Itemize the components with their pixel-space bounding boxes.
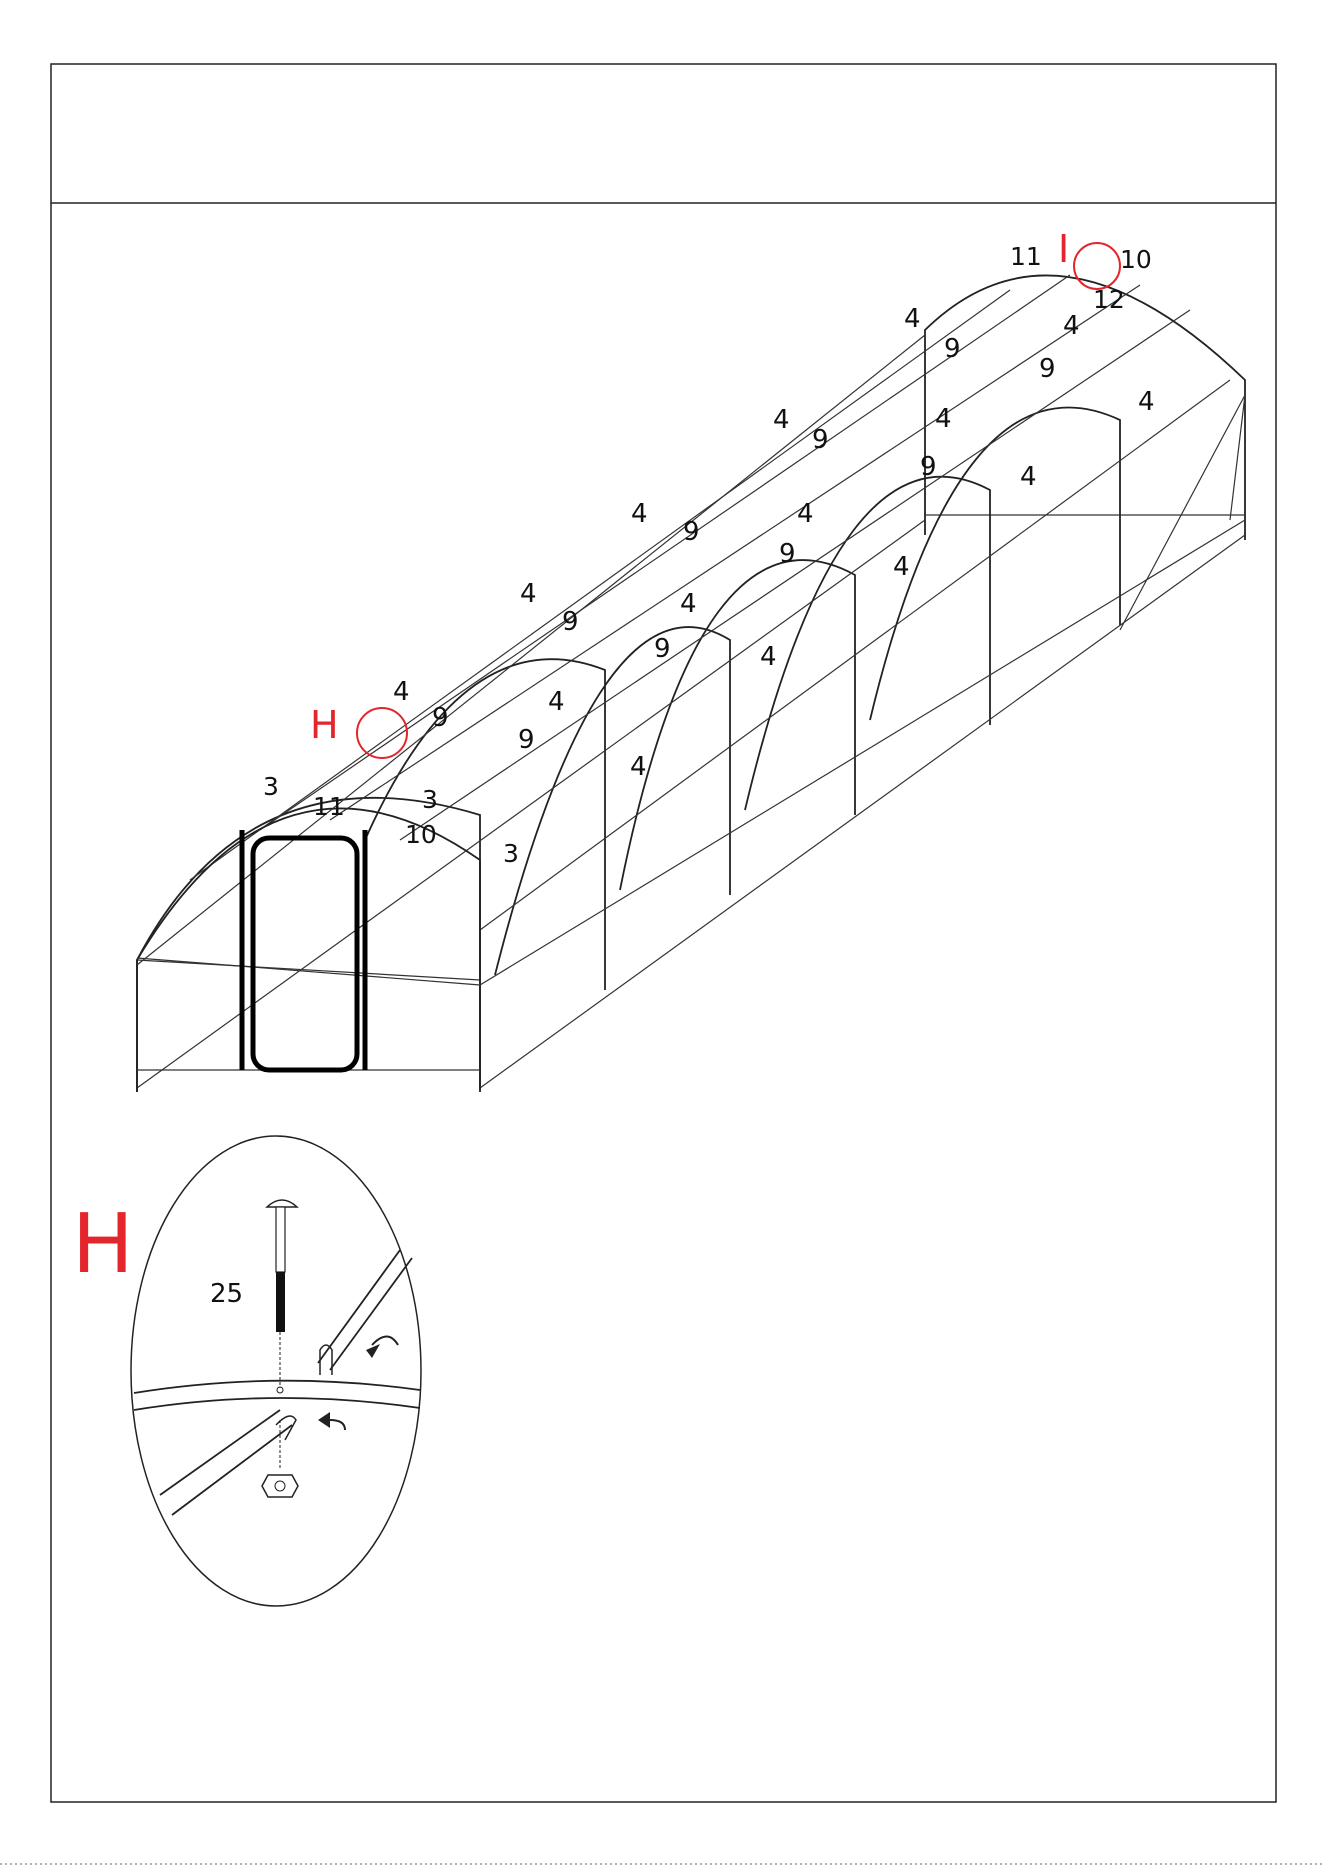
arrow-icon xyxy=(366,1337,398,1359)
part-label: 9 xyxy=(562,607,579,637)
part-label: 11 xyxy=(313,792,345,821)
part-label: 9 xyxy=(518,725,535,755)
part-label: 9 xyxy=(432,703,449,733)
part-label: 9 xyxy=(812,425,829,455)
part-label: 4 xyxy=(680,589,697,619)
page-frame xyxy=(51,64,1276,1802)
part-label: 4 xyxy=(760,642,777,672)
callout-h-letter: H xyxy=(310,703,339,747)
part-label: 10 xyxy=(1120,245,1152,274)
callout-i-letter: I xyxy=(1058,227,1069,271)
part-label: 4 xyxy=(630,752,647,782)
part-label: 4 xyxy=(893,552,910,582)
part-label: 9 xyxy=(944,334,961,364)
part-label: 4 xyxy=(797,499,814,529)
part-label: 3 xyxy=(422,785,438,814)
footer-bar xyxy=(0,1860,1324,1872)
part-label: 12 xyxy=(1093,285,1125,314)
part-label: 4 xyxy=(1020,462,1037,492)
part-label: 4 xyxy=(548,687,565,717)
callout-h-circle xyxy=(357,708,407,758)
part-label: 9 xyxy=(920,452,937,482)
bolt-part-label: 25 xyxy=(210,1279,243,1309)
part-label: 4 xyxy=(1138,387,1155,417)
part-label: 11 xyxy=(1010,242,1042,271)
part-label: 9 xyxy=(683,517,700,547)
part-label: 9 xyxy=(779,539,796,569)
part-label: 9 xyxy=(1039,354,1056,384)
part-label: 4 xyxy=(631,499,648,529)
detail-h: H 25 xyxy=(72,1136,421,1606)
part-label: 10 xyxy=(405,820,437,849)
part-label: 4 xyxy=(904,304,921,334)
part-label: 4 xyxy=(935,404,952,434)
part-label: 9 xyxy=(654,634,671,664)
part-label: 4 xyxy=(520,579,537,609)
callout-i-circle xyxy=(1074,243,1120,289)
part-label: 4 xyxy=(773,405,790,435)
part-labels: 11 10 12 4 9 4 9 4 4 9 4 9 4 4 9 4 9 4 4… xyxy=(263,242,1155,868)
part-label: 4 xyxy=(1063,311,1080,341)
nut-icon xyxy=(262,1420,298,1497)
greenhouse-frame-drawing xyxy=(137,275,1245,1092)
detail-h-letter: H xyxy=(72,1197,134,1292)
arrow-icon xyxy=(318,1412,345,1430)
part-label: 3 xyxy=(503,839,519,868)
part-label: 4 xyxy=(393,677,410,707)
part-label: 3 xyxy=(263,772,279,801)
bolt-icon xyxy=(267,1200,297,1393)
